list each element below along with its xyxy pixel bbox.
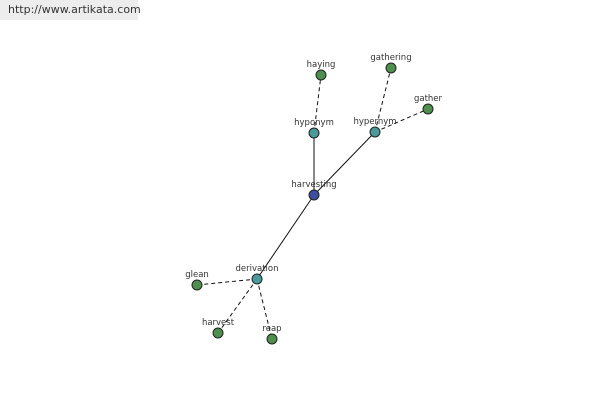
node-hypernym-dot[interactable] — [369, 126, 381, 138]
edges-layer — [196, 67, 429, 340]
node-reap-dot[interactable] — [266, 333, 278, 345]
node-harvest-label: harvest — [202, 318, 235, 328]
node-glean[interactable]: glean — [185, 270, 209, 291]
node-derivation-dot[interactable] — [251, 273, 263, 285]
nodes-layer: harvesting hyponym hypernym derivation hayin… — [185, 53, 443, 345]
node-glean-label: glean — [185, 270, 209, 280]
site-url-text[interactable]: http://www.artikata.com — [0, 0, 141, 20]
node-harvest[interactable]: harvest — [202, 318, 235, 339]
node-hyponym[interactable]: hyponym — [294, 118, 334, 139]
node-hyponym-label: hyponym — [294, 118, 334, 128]
node-gather-label: gather — [414, 94, 443, 104]
node-derivation-label: derivation — [235, 264, 278, 274]
node-harvest-dot[interactable] — [212, 327, 224, 339]
edge-derivation-reap — [256, 278, 273, 340]
node-glean-dot[interactable] — [191, 279, 203, 291]
edge-hypernym-gathering — [374, 67, 392, 133]
node-haying-label: haying — [307, 60, 336, 70]
node-harvesting[interactable]: harvesting — [291, 180, 337, 201]
node-gathering-label: gathering — [370, 53, 411, 63]
node-haying[interactable]: haying — [307, 60, 336, 81]
node-harvesting-dot[interactable] — [308, 189, 320, 201]
node-hypernym[interactable]: hypernym — [353, 117, 397, 138]
edge-derivation-glean — [196, 278, 258, 286]
node-gathering[interactable]: gathering — [370, 53, 412, 74]
edge-hyponym-haying — [313, 74, 322, 134]
node-derivation[interactable]: derivation — [235, 264, 279, 285]
node-reap-label: reap — [262, 324, 281, 334]
node-hyponym-dot[interactable] — [308, 127, 320, 139]
node-gather[interactable]: gather — [414, 94, 443, 115]
edge-hypernym-gather — [374, 108, 429, 133]
node-reap[interactable]: reap — [262, 324, 282, 345]
node-gathering-dot[interactable] — [385, 62, 397, 74]
node-haying-dot[interactable] — [315, 69, 327, 81]
edge-harvesting-hypernym — [313, 131, 376, 196]
node-gather-dot[interactable] — [422, 103, 434, 115]
node-harvesting-label: harvesting — [291, 180, 336, 190]
edge-harvesting-derivation — [256, 194, 315, 280]
node-hypernym-label: hypernym — [353, 117, 396, 127]
